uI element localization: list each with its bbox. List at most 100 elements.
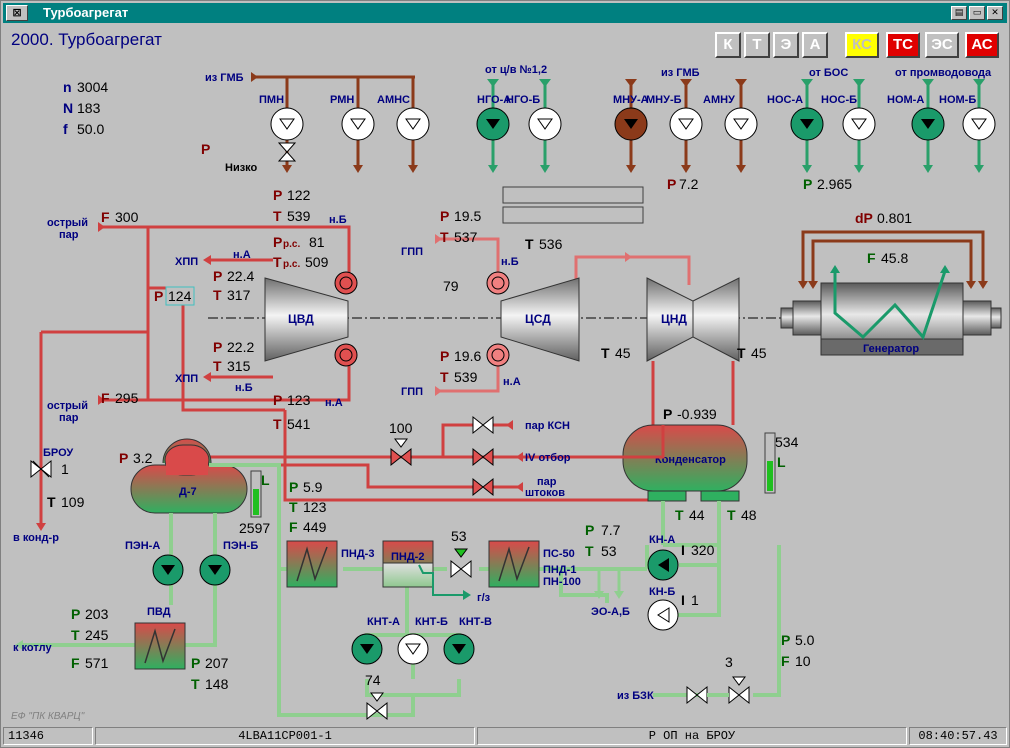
cond-t-symbol: T — [585, 543, 594, 559]
pen-a-pump[interactable] — [152, 554, 184, 586]
nos-pressure-value: 2.965 — [817, 176, 852, 192]
hp-turbine — [264, 277, 349, 362]
oil-pressure-state: Низко — [225, 162, 258, 174]
brou-label: БРОУ — [43, 447, 73, 459]
lp-turbine-label: ЦНД — [661, 312, 687, 326]
ip-bot-temp-symbol: T — [440, 369, 449, 385]
alarm-button-a[interactable]: А — [802, 32, 828, 58]
mnu-pressure-value: 7.2 — [679, 176, 699, 192]
valve-53[interactable] — [450, 548, 472, 579]
lp-left-temp-value: 45 — [615, 345, 631, 361]
ngo-pumps — [476, 79, 562, 173]
knt-b-pump[interactable] — [397, 633, 429, 665]
pvd-p2-symbol: P — [191, 655, 200, 671]
par-shtokov-label-1: пар — [537, 476, 557, 488]
maximize-icon[interactable]: ▭ — [969, 6, 985, 20]
screen-title: 2000. Турбоагрегат — [11, 30, 162, 49]
kn-b-current-value: 1 — [691, 592, 699, 608]
deaerator — [130, 438, 248, 514]
valve-53-label: 53 — [451, 528, 467, 544]
deaerator-t-value: 123 — [303, 499, 327, 515]
iv-otbor-label: IV отбор — [525, 452, 571, 464]
hp-trs-symbol: T — [273, 254, 282, 270]
knt-a-pump[interactable] — [351, 633, 383, 665]
deaerator-level-symbol: L — [261, 472, 270, 488]
title-bar: ⊠ Турбоагрегат ▤ ▭ ✕ — [3, 3, 1007, 23]
valve-100[interactable] — [390, 438, 412, 467]
kn-a-pump[interactable] — [647, 549, 679, 581]
alarm-button-ts[interactable]: ТС — [886, 32, 920, 58]
kn-b-pump[interactable] — [647, 599, 679, 631]
valve-3[interactable] — [728, 676, 750, 705]
deaerator-f-value: 449 — [303, 519, 327, 535]
pvd-t2-value: 148 — [205, 676, 229, 692]
nom-a-label: НОМ-А — [887, 94, 924, 106]
gpp-bot-label: ГПП — [401, 386, 423, 398]
pvd-flow-symbol: F — [71, 655, 80, 671]
ip-steam-lines — [435, 237, 691, 393]
ip-turbine-label: ЦСД — [525, 312, 551, 326]
hp-nb-top-label: н.Б — [329, 214, 347, 226]
deaerator-p2-value: 5.9 — [303, 479, 323, 495]
hp-steam-lines — [39, 225, 663, 523]
pvd-flow-value: 571 — [85, 655, 109, 671]
pvd-pressure-value: 203 — [85, 606, 109, 622]
hp-bot-pressure-symbol: P — [273, 392, 282, 408]
hp-p124-symbol: P — [154, 288, 163, 304]
hp-top-temp-value: 539 — [287, 208, 311, 224]
bypass-lines — [208, 423, 665, 489]
ps50-heater — [488, 540, 540, 588]
lp-right-temp-symbol: T — [737, 345, 746, 361]
valve-ksn[interactable] — [472, 415, 494, 435]
xpp-a-label: ХПП — [175, 256, 198, 268]
indicator-box-1 — [502, 186, 644, 204]
knt-b-label: КНТ-Б — [415, 616, 448, 628]
deaerator-label: Д-7 — [179, 486, 197, 498]
valve-74[interactable] — [366, 692, 388, 721]
valve-iv-otbor[interactable] — [472, 447, 494, 467]
cond-t1-value: 44 — [689, 507, 705, 523]
kn-a-current-symbol: I — [681, 542, 685, 558]
valve-shtokov[interactable] — [472, 477, 494, 497]
ps50-label: ПС-50 — [543, 548, 575, 560]
alarm-button-es[interactable]: ЭС — [925, 32, 959, 58]
hp-bot-temp-value: 541 — [287, 416, 311, 432]
gpp-top-label: ГПП — [401, 246, 423, 258]
nom-b-label: НОМ-Б — [939, 94, 976, 106]
close-icon[interactable]: ✕ — [987, 6, 1003, 20]
hp-ta-value: 317 — [227, 287, 251, 303]
hp-prs-symbol: P — [273, 234, 282, 250]
ip-bot-pressure-symbol: P — [440, 348, 449, 364]
alarm-button-ks[interactable]: КС — [845, 32, 879, 58]
alarm-button-t[interactable]: Т — [744, 32, 770, 58]
status-tag: 4LBA11CP001-1 — [95, 727, 475, 745]
valve-bzk[interactable] — [686, 685, 708, 705]
condensate-lines — [23, 463, 781, 717]
frequency-value: 50.0 — [77, 121, 104, 137]
from-bos-label: от БОС — [809, 67, 848, 79]
kn-b-label: КН-Б — [649, 586, 675, 598]
ip-na-label: н.А — [503, 376, 521, 388]
knt-v-pump[interactable] — [443, 633, 475, 665]
hp-trs-value: 509 — [305, 254, 329, 270]
hp-p124-value: 124 — [168, 288, 192, 304]
system-menu-button[interactable]: ⊠ — [6, 5, 28, 21]
from-gmb-label: из ГМБ — [205, 72, 244, 84]
condenser-pressure-symbol: P — [663, 406, 672, 422]
deaerator-pressure-symbol: P — [119, 450, 128, 466]
alarm-button-as[interactable]: АС — [965, 32, 999, 58]
valve-100-label: 100 — [389, 420, 413, 436]
pen-b-pump[interactable] — [199, 554, 231, 586]
pvd-temp-symbol: T — [71, 627, 80, 643]
steam-bot-flow-value: 295 — [115, 390, 139, 406]
alarm-button-k[interactable]: К — [715, 32, 741, 58]
alarm-button-e[interactable]: Э — [773, 32, 799, 58]
restore-icon[interactable]: ▤ — [951, 6, 967, 20]
pmn-label: ПМН — [259, 94, 284, 106]
steam-top-label-2: пар — [59, 229, 79, 241]
mnu-pressure-symbol: P — [667, 176, 676, 192]
brou-valve[interactable] — [30, 459, 52, 479]
ip-top-pressure-symbol: P — [440, 208, 449, 224]
steam-top-flow-value: 300 — [115, 209, 139, 225]
